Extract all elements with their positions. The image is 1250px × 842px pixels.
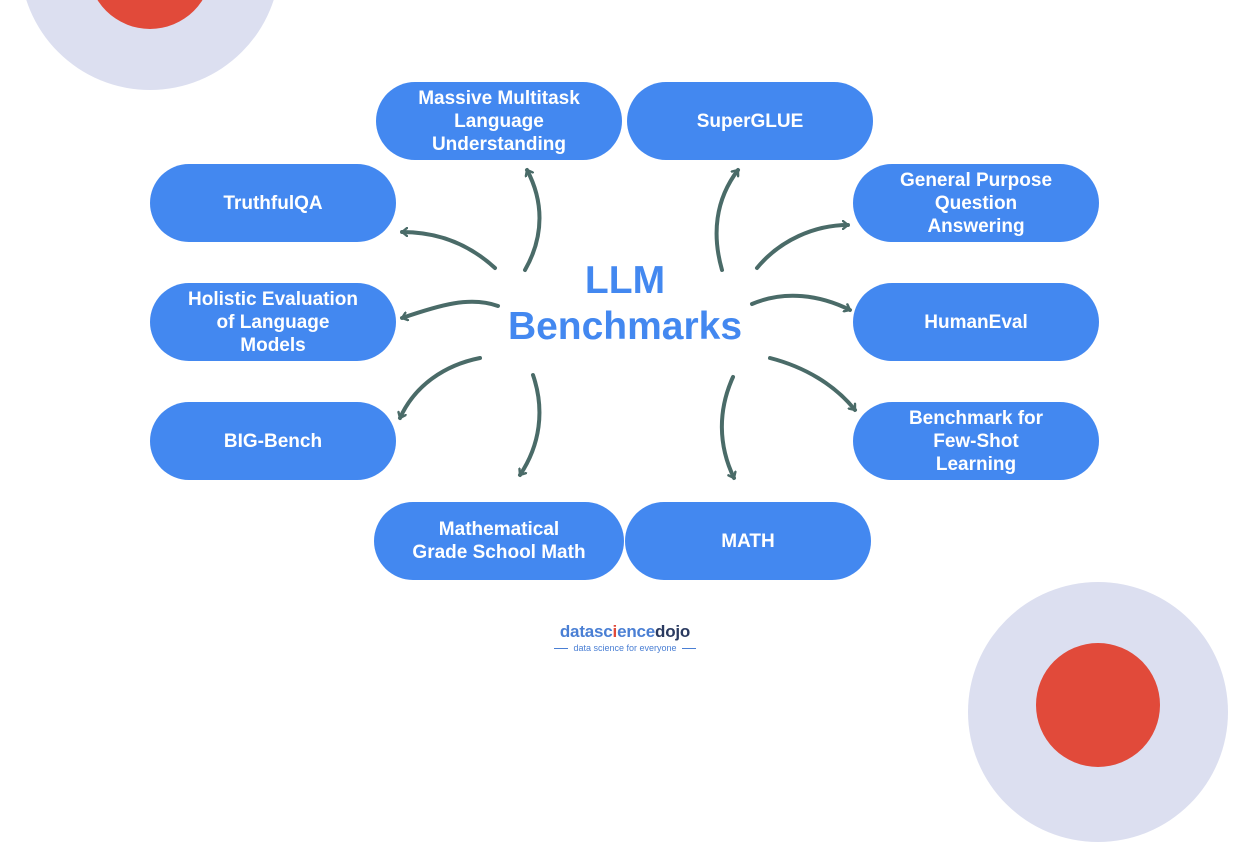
benchmark-node-gsm: Mathematical Grade School Math <box>374 502 624 580</box>
datasciencedojo-logo: datasciencedojo data science for everyon… <box>540 622 710 653</box>
benchmark-node-humaneval: HumanEval <box>853 283 1099 361</box>
arrow-to-mmlu <box>523 168 542 272</box>
arrow-to-gsm <box>518 373 542 477</box>
arrow-to-helm <box>400 299 500 318</box>
benchmark-node-bigbench: BIG-Bench <box>150 402 396 480</box>
arrows-layer <box>0 168 857 480</box>
benchmark-node-mmlu: Massive Multitask Language Understanding <box>376 82 622 160</box>
logo-wordmark: datasciencedojo <box>559 622 691 641</box>
benchmark-node-math: MATH <box>625 502 871 580</box>
arrow-to-math <box>719 375 734 480</box>
arrow-to-humaneval <box>750 293 852 310</box>
arrow-to-fewshot <box>768 356 857 412</box>
arrow-to-gpqa <box>755 225 850 270</box>
benchmark-node-truthfulqa: TruthfulQA <box>150 164 396 242</box>
arrow-to-bigbench <box>400 356 482 420</box>
diagram-title: LLM Benchmarks <box>507 259 743 348</box>
benchmark-node-superglue: SuperGLUE <box>627 82 873 160</box>
benchmark-node-fewshot: Benchmark for Few-Shot Learning <box>853 402 1099 480</box>
arrow-to-superglue <box>714 168 740 272</box>
arrow-to-truthfulqa <box>400 232 497 270</box>
benchmark-node-gpqa: General Purpose Question Answering <box>853 164 1099 242</box>
benchmark-node-helm: Holistic Evaluation of Language Models <box>150 283 396 361</box>
logo-tagline: data science for everyone <box>540 643 710 653</box>
